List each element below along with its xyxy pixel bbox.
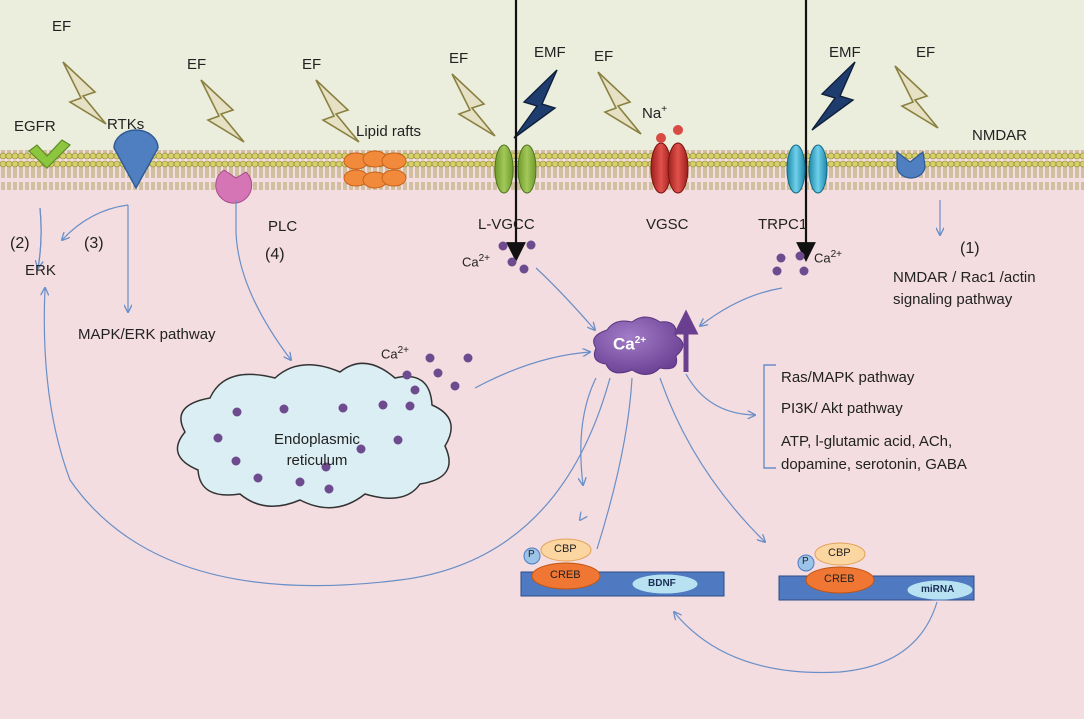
plc-label: PLC bbox=[268, 218, 298, 235]
na-label: Na+ bbox=[642, 104, 668, 122]
calcium-ions bbox=[213, 240, 809, 494]
emf-bolt-1 bbox=[513, 69, 558, 139]
ef-bolt-1 bbox=[62, 61, 107, 125]
ef-label: EF bbox=[916, 44, 936, 61]
ef-bolt-6 bbox=[894, 65, 939, 129]
phosphate-label: P bbox=[528, 549, 535, 560]
erk-label: ERK bbox=[25, 262, 56, 279]
extracellular-space bbox=[0, 0, 1084, 150]
calcium-cloud-label: Ca2+ bbox=[613, 334, 647, 354]
trpc1-label: TRPC1 bbox=[758, 216, 808, 233]
nmdar-pathway-label: NMDAR / Rac1 /actin bbox=[893, 269, 1036, 286]
phosphate-group bbox=[523, 547, 541, 565]
lipid-rafts bbox=[343, 150, 407, 189]
vgsc-channel bbox=[650, 142, 689, 194]
ef-label: EF bbox=[52, 18, 72, 35]
plc-enzyme bbox=[215, 169, 253, 204]
egfr-receptor bbox=[28, 139, 71, 169]
ca-label-er: Ca2+ bbox=[381, 345, 410, 362]
emf-label: EMF bbox=[534, 44, 566, 61]
trpc1-channel bbox=[786, 144, 828, 194]
ef-bolt-4 bbox=[451, 73, 496, 137]
ef-label: EF bbox=[449, 50, 469, 67]
transmitters-label-2: dopamine, serotonin, GABA bbox=[781, 456, 967, 473]
ef-bolt-3 bbox=[315, 79, 360, 143]
cbp-protein bbox=[814, 542, 866, 566]
signaling-arrows bbox=[38, 200, 940, 674]
egfr-label: EGFR bbox=[14, 118, 56, 135]
mapk-erk-label: MAPK/ERK pathway bbox=[78, 326, 216, 343]
ef-bolts bbox=[62, 61, 939, 143]
downstream-bracket bbox=[763, 364, 776, 469]
na-ion bbox=[656, 133, 666, 143]
ef-label: EF bbox=[302, 56, 322, 73]
creb-label: CREB bbox=[824, 573, 855, 585]
pathway-number-1: (1) bbox=[960, 240, 980, 257]
na-ion bbox=[673, 125, 683, 135]
ef-bolt-2 bbox=[200, 79, 245, 143]
cbp-label: CBP bbox=[554, 543, 577, 555]
cbp-label: CBP bbox=[828, 547, 851, 559]
lvgcc-channel bbox=[494, 144, 537, 194]
cytoplasm bbox=[0, 150, 1084, 719]
nmdar-label: NMDAR bbox=[972, 127, 1027, 144]
er-label: Endoplasmic bbox=[274, 431, 360, 448]
pathway-number-3: (3) bbox=[84, 235, 104, 252]
rtks-label: RTKs bbox=[107, 116, 145, 133]
ca-label-trpc1: Ca2+ bbox=[814, 249, 843, 266]
rtks-receptor bbox=[113, 129, 159, 190]
nmdar-pathway-label-2: signaling pathway bbox=[893, 291, 1013, 308]
mirna-label: miRNA bbox=[921, 584, 955, 595]
emf-bolts bbox=[513, 61, 856, 139]
nmdar-receptor bbox=[896, 150, 926, 179]
pathway-number-2: (2) bbox=[10, 235, 30, 252]
emf-label: EMF bbox=[829, 44, 861, 61]
cbp-protein bbox=[540, 538, 592, 562]
ef-label: EF bbox=[594, 48, 614, 65]
pathway-number-4: (4) bbox=[265, 246, 285, 263]
creb-protein bbox=[531, 562, 601, 590]
vgsc-label: VGSC bbox=[646, 216, 689, 233]
ca-label-lvgcc: Ca2+ bbox=[462, 253, 491, 270]
bdnf-label: BDNF bbox=[648, 578, 676, 589]
bdnf-gene bbox=[631, 573, 699, 595]
er-label-2: reticulum bbox=[286, 452, 348, 469]
lipid-rafts-label: Lipid rafts bbox=[356, 123, 422, 140]
pi3k-akt-label: PI3K/ Akt pathway bbox=[781, 400, 903, 417]
endoplasmic-reticulum bbox=[176, 362, 452, 509]
ras-mapk-label: Ras/MAPK pathway bbox=[781, 369, 915, 386]
calcium-cloud bbox=[593, 316, 684, 375]
phosphate-label: P bbox=[802, 556, 809, 567]
lvgcc-label: L-VGCC bbox=[478, 216, 535, 233]
emf-bolt-2 bbox=[811, 61, 856, 131]
creb-protein bbox=[805, 566, 875, 594]
creb-label: CREB bbox=[550, 569, 581, 581]
transmitters-label: ATP, l-glutamic acid, ACh, bbox=[781, 433, 953, 450]
mirna-gene bbox=[906, 579, 974, 601]
ef-label: EF bbox=[187, 56, 207, 73]
phosphate-group bbox=[797, 554, 815, 572]
ef-bolt-5 bbox=[597, 71, 642, 135]
